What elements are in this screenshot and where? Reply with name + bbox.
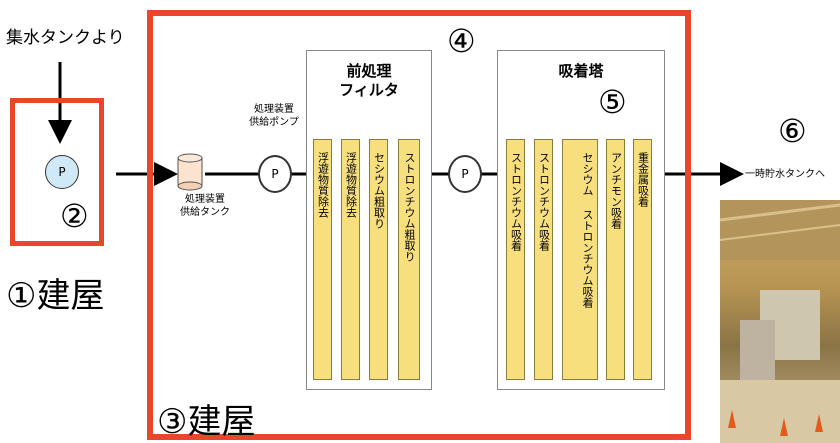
pretreatment-bar-4: ストロンチウム粗取り <box>398 139 420 380</box>
adsorption-bar-1-label: ストロンチウム吸着 <box>509 152 523 251</box>
pretreatment-bar-3: セシウム粗取り <box>369 139 388 380</box>
supply-tank-label-line1: 処理装置 <box>185 194 225 205</box>
marker-6: ⑥ <box>778 112 807 150</box>
pretreatment-bar-1-label: 浮遊物質除去 <box>316 152 330 218</box>
facility-photo-art <box>720 200 840 443</box>
adsorption-bar-4-label: アンチモン吸着 <box>609 152 623 229</box>
supply-tank-label-line2: 供給タンク <box>180 207 230 218</box>
adsorption-title: 吸着塔 <box>558 62 604 80</box>
supply-tank-icon <box>177 153 203 191</box>
supply-pump-symbol: P <box>271 167 279 181</box>
supply-pump-label-line1: 処理装置 <box>254 104 294 115</box>
supply-pump-icon: P <box>258 155 292 193</box>
building3-label: ③建屋 <box>157 402 256 442</box>
marker-2: ② <box>60 197 89 235</box>
pretreatment-title-line2: フィルタ <box>339 81 399 99</box>
adsorption-bar-3: セシウム ストロンチウム吸着 <box>562 139 598 380</box>
pretreatment-bar-2-label: 浮遊物質除去 <box>344 152 358 218</box>
pretreatment-title: 前処理 フィルタ <box>306 62 432 100</box>
pretreatment-bar-3-label: セシウム粗取り <box>372 152 386 229</box>
supply-tank-label: 処理装置 供給タンク <box>170 193 240 219</box>
adsorption-bar-5: 重金属吸着 <box>633 139 652 380</box>
source-label: 集水タンクより <box>6 28 125 48</box>
marker-4: ④ <box>447 22 476 60</box>
adsorption-bar-5-label: 重金属吸着 <box>636 152 650 207</box>
adsorption-bar-1: ストロンチウム吸着 <box>506 139 525 380</box>
building3-frame <box>147 10 691 440</box>
adsorption-bar-3-label: セシウム ストロンチウム吸着 <box>581 152 594 308</box>
supply-pump-label-line2: 供給ポンプ <box>249 117 299 128</box>
pretreatment-bar-4-label: ストロンチウム粗取り <box>403 152 416 262</box>
adsorption-bar-2: ストロンチウム吸着 <box>534 139 553 380</box>
building1-label: ①建屋 <box>6 276 105 316</box>
supply-pump-label: 処理装置 供給ポンプ <box>244 103 304 129</box>
pretreatment-bar-2: 浮遊物質除去 <box>341 139 360 380</box>
building1-pump-icon: P <box>45 155 79 189</box>
building1-frame <box>10 98 104 246</box>
mid-pump-icon: P <box>448 155 482 193</box>
building1-pump-symbol: P <box>58 165 66 179</box>
facility-photo <box>720 200 840 443</box>
pretreatment-bar-1: 浮遊物質除去 <box>313 139 332 380</box>
pretreatment-title-line1: 前処理 <box>346 62 392 80</box>
adsorption-bar-4: アンチモン吸着 <box>606 139 625 380</box>
adsorption-bar-2-label: ストロンチウム吸着 <box>537 152 551 251</box>
mid-pump-symbol: P <box>461 167 469 181</box>
marker-5: ⑤ <box>598 83 627 121</box>
output-label: 一時貯水タンクへ <box>745 169 825 180</box>
